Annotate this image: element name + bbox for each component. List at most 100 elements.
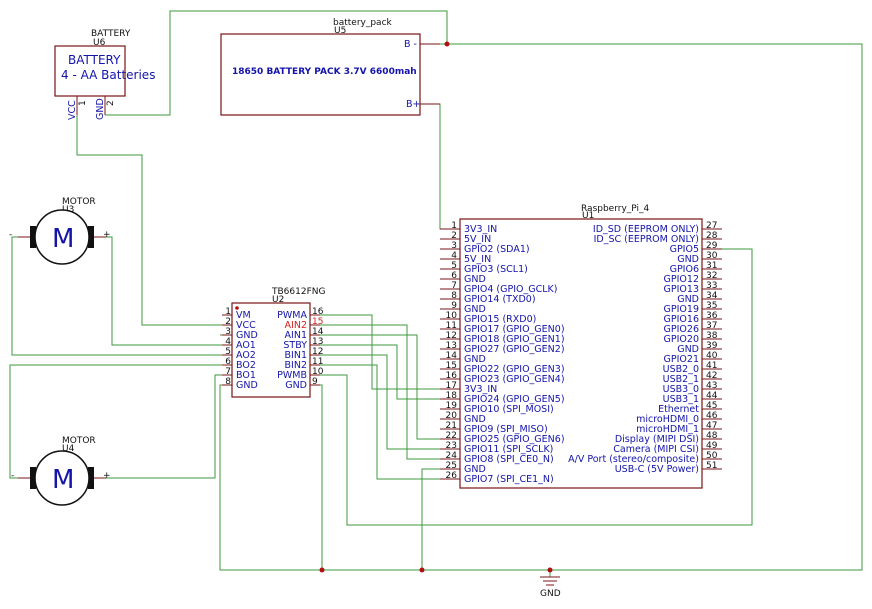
pi-left-pin-num: 23 xyxy=(446,441,457,451)
wire-ain2 xyxy=(313,324,453,460)
pi-left-pin-name: GPIO4 (GPIO_GCLK) xyxy=(464,284,557,295)
pi-right-pin-num: 29 xyxy=(706,241,718,251)
pi-right-pin-name: GPIO16 xyxy=(664,314,699,325)
pi-body xyxy=(459,218,703,489)
pi-right-pin-num: 28 xyxy=(706,231,718,241)
pi-left-pin-num: 2 xyxy=(451,231,457,241)
gnd-label: GND xyxy=(540,589,561,599)
junction-dot xyxy=(444,41,450,47)
pi-right-pin-num: 32 xyxy=(706,271,717,281)
pi-right-pin-name: ID_SD (EEPROM ONLY) xyxy=(593,224,699,235)
motor-bottom-body xyxy=(34,450,90,506)
pi-right-pin-name: GPIO13 xyxy=(664,284,699,295)
pi-right-pin-name: GND xyxy=(677,344,699,355)
pi-right-pin-name: GPIO5 xyxy=(670,244,699,255)
motor-u3[interactable]: MOTOR U3 M - + xyxy=(9,197,111,265)
pi-left-pin-num: 21 xyxy=(446,421,457,431)
pi-right-pin-num: 45 xyxy=(706,401,717,411)
driver-right-pin-num: 15 xyxy=(312,317,323,327)
battery-subtitle: 4 - AA Batteries xyxy=(61,68,155,82)
pi-left-pin-name: GPIO17 (GPIO_GEN0) xyxy=(464,324,565,335)
driver-right-pin-name: STBY xyxy=(283,340,307,351)
motor-top-terminal-left xyxy=(30,226,36,248)
pi-right-pin-num: 34 xyxy=(706,291,718,301)
driver-left-pin-num: 5 xyxy=(225,347,231,357)
driver-left-pin-name: VM xyxy=(236,310,251,321)
wires xyxy=(9,10,863,577)
pi-left-pin-name: GPIO2 (SDA1) xyxy=(464,244,530,255)
battery-pin-gnd-num: 2 xyxy=(106,100,116,106)
wire-ain1 xyxy=(313,334,453,440)
pi-left-pin-num: 20 xyxy=(446,411,458,421)
pi-right-pin-num: 49 xyxy=(706,441,718,451)
junction-dot xyxy=(319,567,325,573)
driver-right-pin-num: 9 xyxy=(312,377,318,387)
pi-left-pin-num: 4 xyxy=(451,251,457,261)
pi-left-pin-name: 5V_IN xyxy=(464,254,491,265)
pi-left-pin-name: GPIO3 (SCL1) xyxy=(464,264,528,275)
pi-right-pin-name: USB-C (5V Power) xyxy=(615,464,699,475)
junction-dot xyxy=(419,567,425,573)
pi-left-pin-name: GND xyxy=(464,304,486,315)
pack-body xyxy=(220,33,421,116)
pi-left-pin-num: 7 xyxy=(451,281,457,291)
wire-battery-gnd xyxy=(105,10,863,571)
pi-left-pin-num: 5 xyxy=(451,261,457,271)
gnd-symbol: GND xyxy=(540,576,561,599)
battery-u6[interactable]: BATTERY U6 BATTERY 4 - AA Batteries VCC … xyxy=(54,29,155,120)
driver-left-pin-name: AO2 xyxy=(236,350,256,361)
pi-left-pin-name: GPIO24 (GPIO_GEN5) xyxy=(464,394,565,405)
pi-right-pin-name: A/V Port (stereo/composite) xyxy=(568,454,699,465)
driver-right-pin-num: 10 xyxy=(312,367,324,377)
pi-left-pin-num: 14 xyxy=(446,351,458,361)
battery-pin-gnd-name: GND xyxy=(95,98,106,120)
battery-title: BATTERY xyxy=(68,53,121,67)
battery-part-name: BATTERY xyxy=(91,29,131,39)
pi-right-pin-num: 36 xyxy=(706,311,718,321)
driver-right-pin-num: 16 xyxy=(312,307,324,317)
motor-bottom-ref: U4 xyxy=(62,444,75,454)
pi-ref: U1 xyxy=(582,211,594,221)
pi-left-pin-name: GPIO15 (RXD0) xyxy=(464,314,536,325)
driver-right-pin-name: AIN1 xyxy=(285,330,307,341)
pi-left-pin-num: 6 xyxy=(451,271,457,281)
driver-right-pin-name: GND xyxy=(285,380,307,391)
pi-left-pin-num: 8 xyxy=(451,291,457,301)
pi-right-pin-num: 40 xyxy=(706,351,718,361)
driver-left-pin-num: 3 xyxy=(225,327,231,337)
pi-right-pin-num: 27 xyxy=(706,221,717,231)
pi-right-pin-num: 37 xyxy=(706,321,717,331)
pi-right-pin-num: 48 xyxy=(706,431,718,441)
motor-bottom-part-name: MOTOR xyxy=(62,436,96,446)
driver-left-pin-name: BO1 xyxy=(236,370,256,381)
wire-motor-top-plus xyxy=(97,236,228,346)
driver-right-pin-num: 11 xyxy=(312,357,323,367)
driver-right-pin-num: 14 xyxy=(312,327,324,337)
pi-right-pin-name: microHDMI_0 xyxy=(636,414,699,425)
pi-left-pin-num: 25 xyxy=(446,461,457,471)
driver-left-pin-name: GND xyxy=(236,380,258,391)
pi-right-pin-num: 44 xyxy=(706,391,718,401)
pi-right-pin-name: USB3_1 xyxy=(663,394,699,405)
pi-right-pin-name: GND xyxy=(677,294,699,305)
pi-right-pin-name: GPIO12 xyxy=(664,274,699,285)
driver-right-pin-name: BIN2 xyxy=(285,360,307,371)
battery-pack-u5[interactable]: battery_pack U5 18650 BATTERY PACK 3.7V … xyxy=(220,18,440,116)
pi-right-pin-name: GPIO20 xyxy=(664,334,699,345)
pi-left-pin-num: 11 xyxy=(446,321,457,331)
pi-left-pin-num: 26 xyxy=(446,471,458,481)
pi-right-pin-num: 39 xyxy=(706,341,718,351)
wire-pwmb xyxy=(313,248,753,526)
battery-pin-vcc-num: 1 xyxy=(78,100,88,106)
driver-left-pin-name: GND xyxy=(236,330,258,341)
pi-right-pin-name: Ethernet xyxy=(658,404,699,415)
wire-driver-gnd9 xyxy=(313,384,323,570)
motor-u4[interactable]: MOTOR U4 M - + xyxy=(11,436,111,506)
pi-left-pin-num: 18 xyxy=(446,391,458,401)
driver-right-pin-name: BIN1 xyxy=(285,350,307,361)
